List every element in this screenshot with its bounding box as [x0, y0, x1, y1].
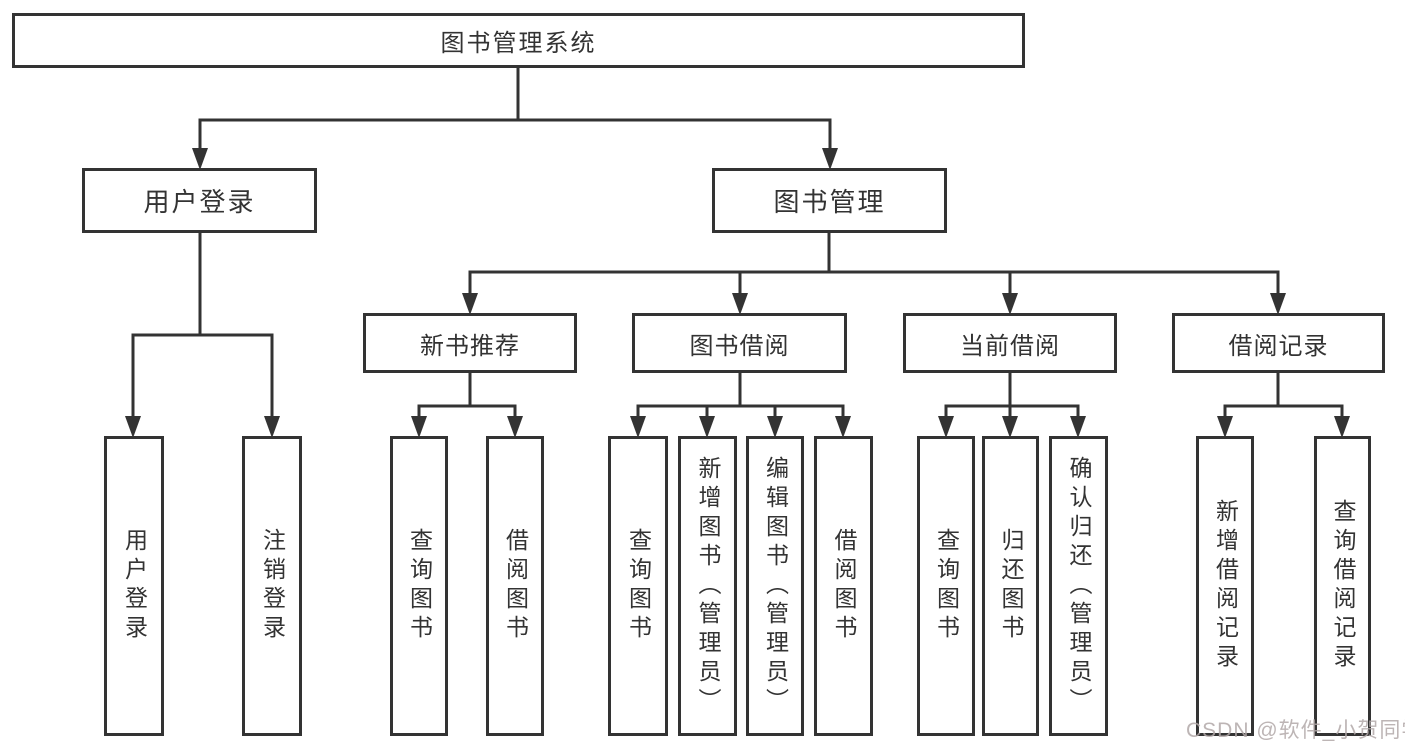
node-leaf-borrow-books-borrowing: 借阅图书	[814, 436, 873, 736]
arrowhead	[938, 416, 954, 438]
arrowhead	[835, 416, 851, 438]
arrowhead	[1270, 293, 1286, 315]
node-new-book-recommend: 新书推荐	[363, 313, 577, 373]
node-book-borrowing: 图书借阅	[632, 313, 847, 373]
arrowhead	[1334, 416, 1350, 438]
node-leaf-return-books: 归还图书	[982, 436, 1039, 736]
node-leaf-add-books-admin: 新增图书（管理员）	[678, 436, 737, 736]
node-leaf-edit-books-admin: 编辑图书（管理员）	[746, 436, 804, 736]
node-book-management: 图书管理	[712, 168, 947, 233]
arrowhead	[507, 416, 523, 438]
node-library-management-system: 图书管理系统	[12, 13, 1025, 68]
node-user-login: 用户登录	[82, 168, 317, 233]
arrowhead	[822, 148, 838, 170]
arrowhead	[699, 416, 715, 438]
node-leaf-query-books-recommend: 查询图书	[390, 436, 448, 736]
node-leaf-borrow-books-recommend: 借阅图书	[486, 436, 544, 736]
node-leaf-add-borrow-record: 新增借阅记录	[1196, 436, 1254, 736]
arrowhead	[462, 293, 478, 315]
node-leaf-query-borrow-record: 查询借阅记录	[1314, 436, 1371, 736]
arrowhead	[411, 416, 427, 438]
arrowhead	[264, 416, 280, 438]
arrowhead	[630, 416, 646, 438]
arrowhead	[1002, 293, 1018, 315]
node-leaf-logout: 注销登录	[242, 436, 302, 736]
csdn-watermark: CSDN @软件_小贺同学	[1186, 719, 1405, 742]
arrowhead	[732, 293, 748, 315]
arrowhead	[1070, 416, 1086, 438]
node-leaf-query-books-borrowing: 查询图书	[608, 436, 668, 736]
node-leaf-confirm-return-admin: 确认归还（管理员）	[1049, 436, 1108, 736]
arrowhead	[1217, 416, 1233, 438]
arrowhead	[125, 416, 141, 438]
arrowhead	[1002, 416, 1018, 438]
node-current-borrowing: 当前借阅	[903, 313, 1117, 373]
node-leaf-user-login: 用户登录	[104, 436, 164, 736]
node-leaf-query-books-current: 查询图书	[917, 436, 975, 736]
node-borrowing-records: 借阅记录	[1172, 313, 1385, 373]
arrowhead	[192, 148, 208, 170]
arrowhead	[767, 416, 783, 438]
